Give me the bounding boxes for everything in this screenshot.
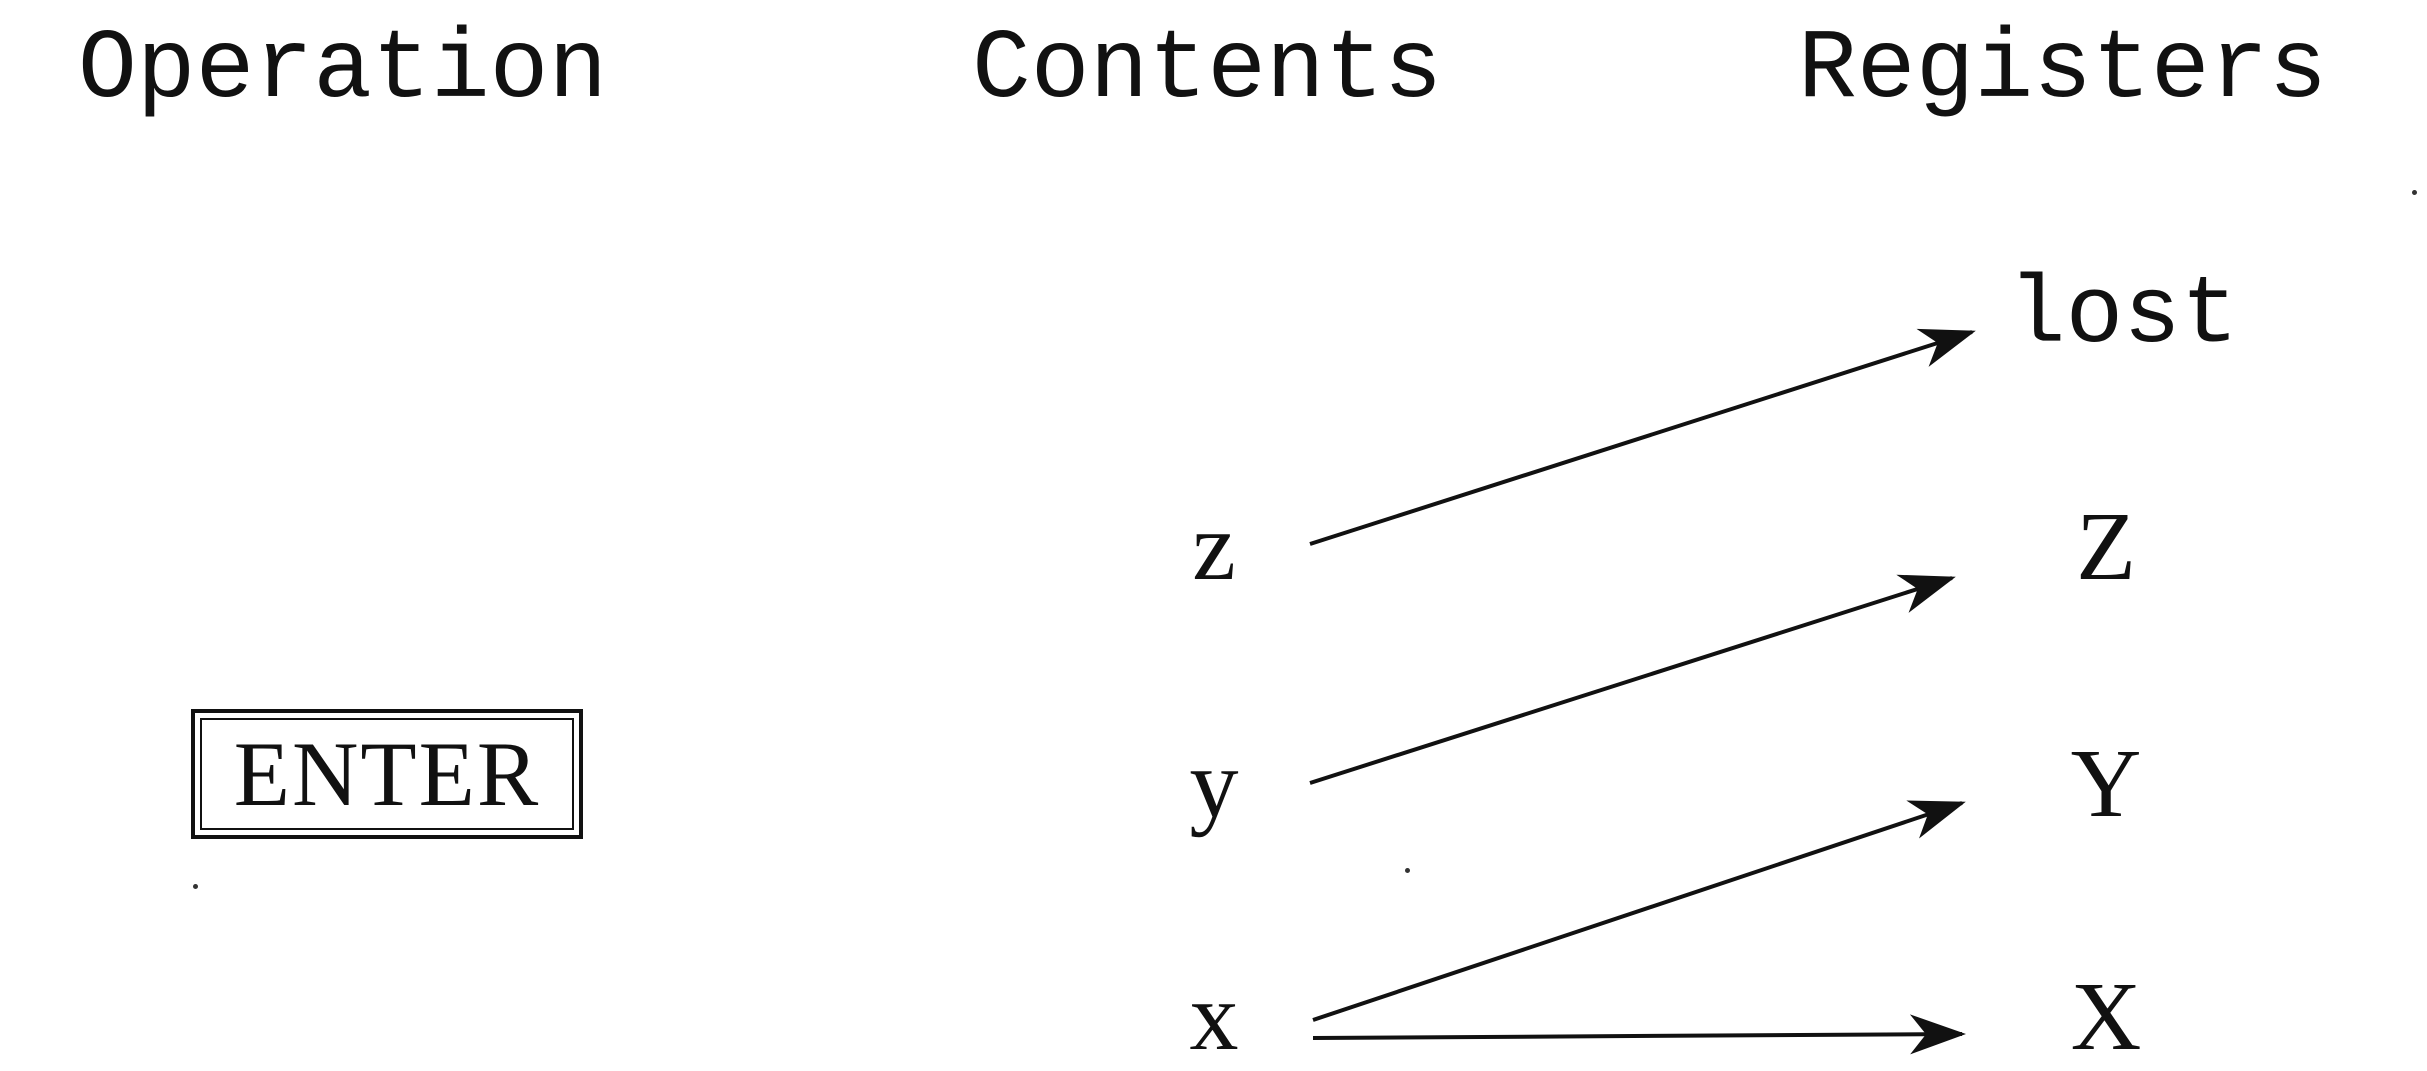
arrow-y-to-z — [1309, 574, 1956, 785]
register-y: Y — [2070, 730, 2142, 838]
arrow-z-to-lost — [1309, 328, 1976, 546]
contents-header: Contents — [972, 15, 1443, 126]
speck-mark — [1405, 868, 1410, 873]
arrow-x-to-x — [1312, 1014, 1966, 1055]
speck-mark — [2412, 190, 2417, 195]
enter-key: ENTER — [191, 709, 583, 839]
registers-header: Registers — [1798, 15, 2328, 126]
register-z: Z — [2076, 493, 2136, 601]
speck-mark — [193, 884, 198, 889]
register-lost: lost — [2008, 261, 2239, 370]
register-x: X — [2070, 963, 2142, 1071]
operation-header: Operation — [78, 15, 608, 126]
contents-z: z — [1192, 493, 1236, 601]
contents-x: x — [1189, 963, 1239, 1071]
contents-y: y — [1189, 730, 1239, 838]
arrow-x-to-y — [1312, 800, 1966, 1022]
